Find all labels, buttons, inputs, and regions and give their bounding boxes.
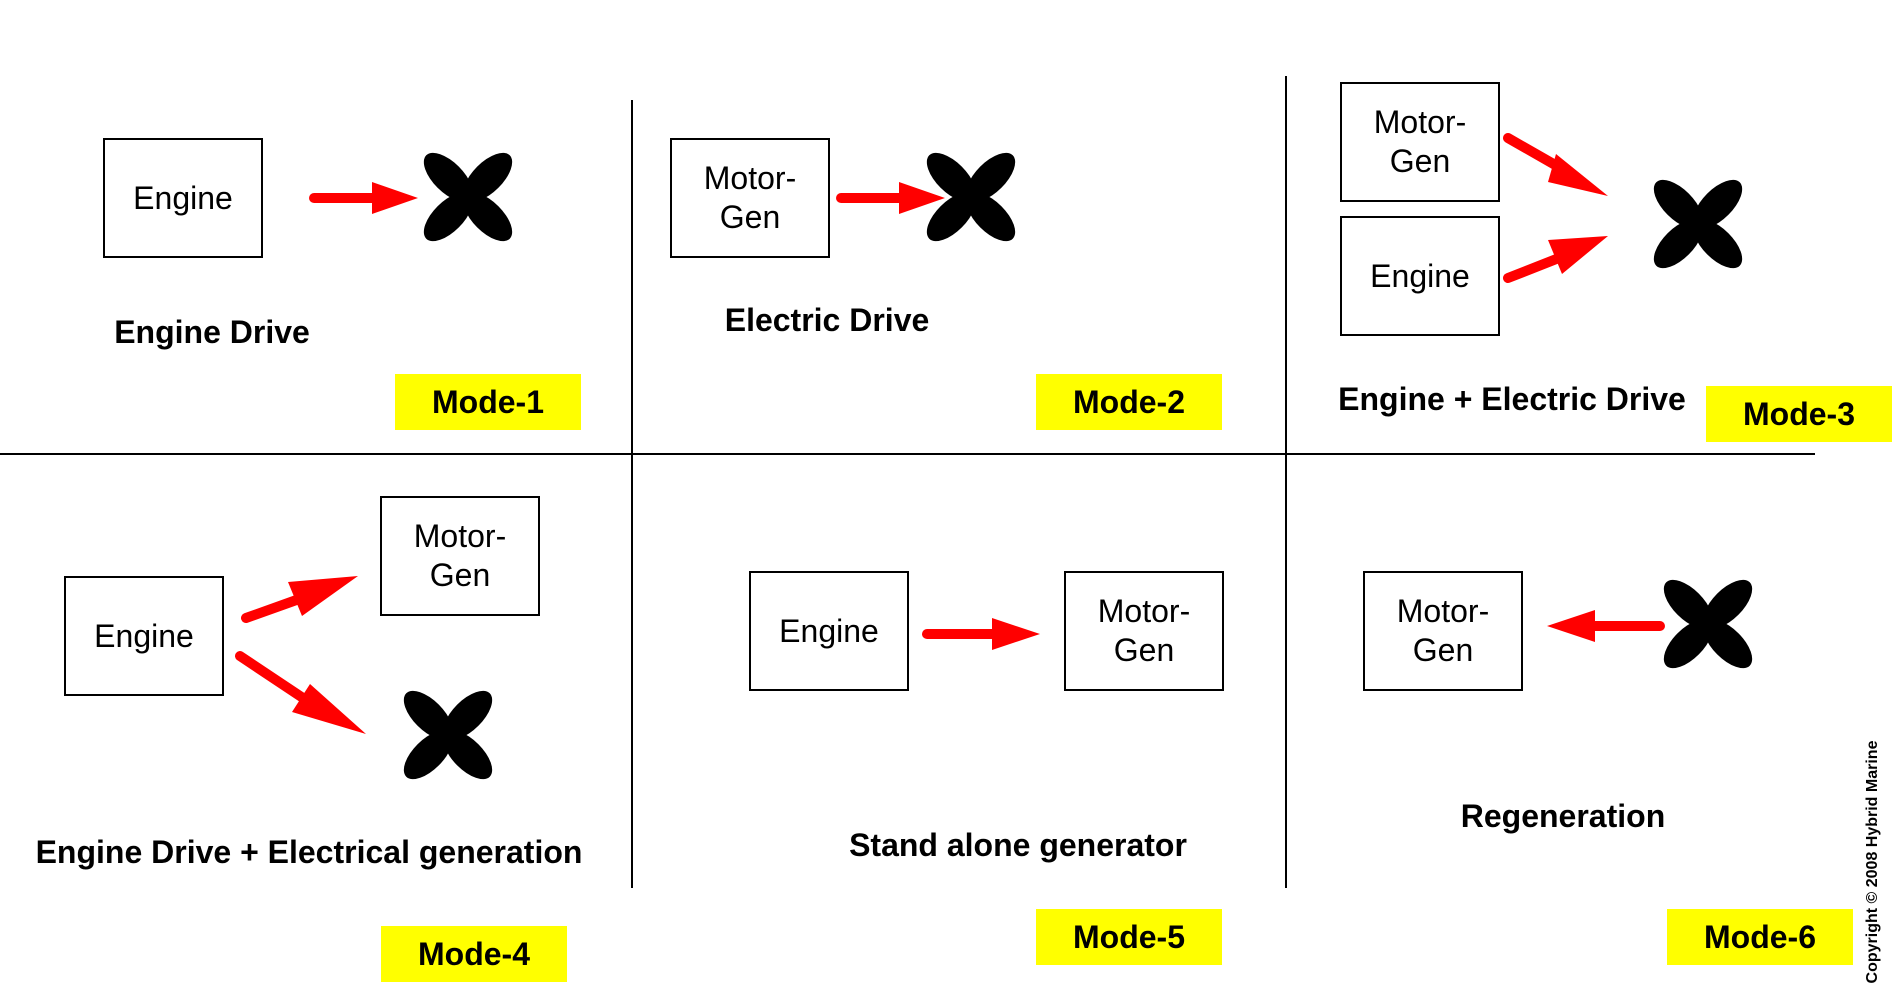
motor-gen-label-line1: Motor- xyxy=(703,160,797,196)
arrow-icon xyxy=(1547,610,1665,642)
motor-gen-label-line1: Motor- xyxy=(1097,593,1191,629)
arrow-icon xyxy=(922,618,1040,650)
propeller-icon xyxy=(395,682,501,788)
engine-box: Engine xyxy=(103,138,263,258)
arrow-icon xyxy=(836,182,945,214)
divider-horizontal xyxy=(0,453,1815,455)
motor-gen-label-line2: Gen xyxy=(1389,143,1451,179)
propeller-icon xyxy=(415,144,521,250)
propeller-icon xyxy=(1655,571,1761,677)
mode-badge: Mode-6 xyxy=(1667,909,1853,965)
mode-caption: Engine Drive + Electrical generation xyxy=(35,834,583,870)
arrow-icon xyxy=(241,576,358,623)
mode-badge: Mode-3 xyxy=(1706,386,1892,442)
engine-label: Engine xyxy=(94,617,194,654)
mode-caption: Stand alone generator xyxy=(849,827,1187,863)
motor-gen-label-line1: Motor- xyxy=(1373,104,1467,140)
mode-badge: Mode-4 xyxy=(381,926,567,982)
motor-gen-box: Motor-Gen xyxy=(1064,571,1224,691)
mode-caption: Engine Drive xyxy=(114,314,310,350)
propeller-icon xyxy=(1645,171,1751,277)
mode-badge: Mode-1 xyxy=(395,374,581,430)
propeller-icon xyxy=(918,144,1024,250)
arrow-icon xyxy=(309,182,418,214)
divider-vertical-right xyxy=(1285,76,1287,888)
motor-gen-label-line1: Motor- xyxy=(413,518,507,554)
mode-caption: Electric Drive xyxy=(724,302,930,338)
engine-label: Engine xyxy=(779,612,879,649)
motor-gen-label-line2: Gen xyxy=(1113,632,1175,668)
mode-badge: Mode-5 xyxy=(1036,909,1222,965)
engine-label: Engine xyxy=(1370,257,1470,294)
mode-badge: Mode-2 xyxy=(1036,374,1222,430)
engine-box: Engine xyxy=(64,576,224,696)
arrow-icon xyxy=(235,651,366,734)
motor-gen-label-line2: Gen xyxy=(1412,632,1474,668)
mode-caption: Regeneration xyxy=(1460,798,1666,834)
motor-gen-box: Motor-Gen xyxy=(1363,571,1523,691)
arrow-icon xyxy=(1503,236,1608,283)
mode-caption: Engine + Electric Drive xyxy=(1338,381,1686,417)
motor-gen-box: Motor-Gen xyxy=(670,138,830,258)
arrow-icon xyxy=(1503,133,1608,196)
engine-label: Engine xyxy=(133,179,233,216)
motor-gen-label-line1: Motor- xyxy=(1396,593,1490,629)
motor-gen-label-line2: Gen xyxy=(719,199,781,235)
engine-box: Engine xyxy=(1340,216,1500,336)
copyright-notice: Copyright © 2008 Hybrid Marine xyxy=(1864,740,1881,983)
divider-vertical-left xyxy=(631,100,633,888)
engine-box: Engine xyxy=(749,571,909,691)
motor-gen-box: Motor-Gen xyxy=(380,496,540,616)
motor-gen-box: Motor-Gen xyxy=(1340,82,1500,202)
motor-gen-label-line2: Gen xyxy=(429,557,491,593)
